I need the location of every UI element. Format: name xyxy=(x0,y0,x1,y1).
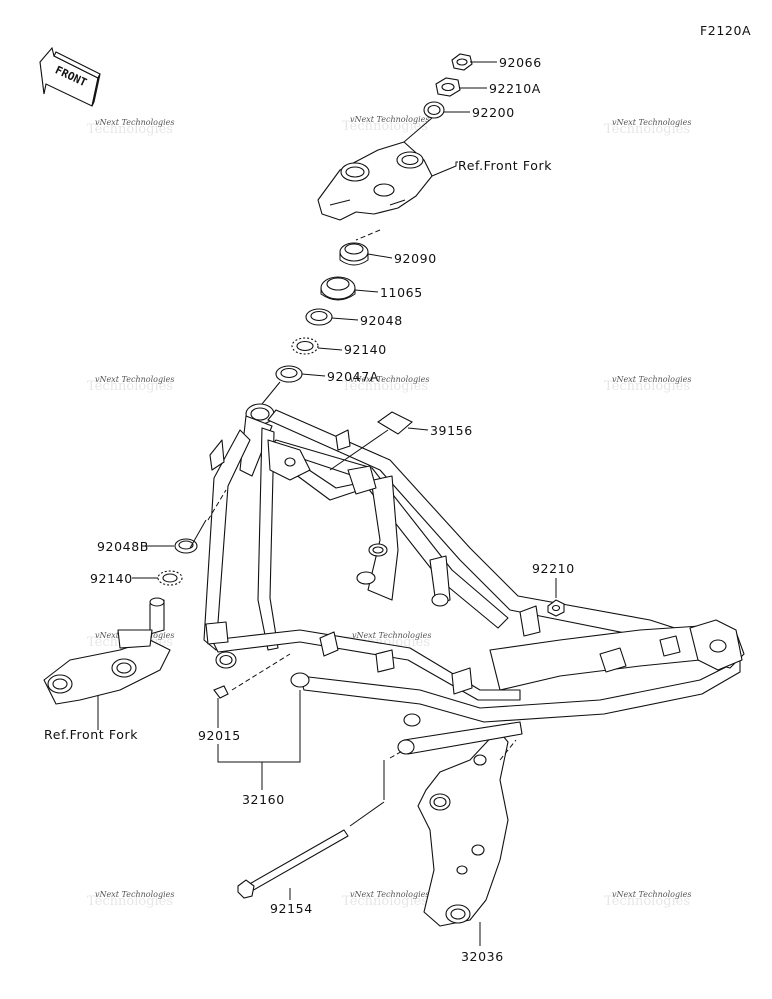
pivot-plate-part xyxy=(417,729,509,927)
bearing-part xyxy=(320,276,356,301)
svg-text:Technologies: Technologies xyxy=(342,894,428,909)
washer-part xyxy=(423,101,445,119)
label-plate-part xyxy=(376,411,413,435)
part-label-ref-front-fork-top: Ref.Front Fork xyxy=(458,158,552,173)
cross-tube-part xyxy=(397,713,523,755)
main-frame-part xyxy=(203,403,745,723)
lock-nut-part xyxy=(435,77,461,97)
part-label-92048: 92048 xyxy=(360,313,403,328)
part-label-92015: 92015 xyxy=(198,728,241,743)
lower-ball-retainer-part xyxy=(157,570,183,586)
part-label-92140b: 92140 xyxy=(90,571,133,586)
svg-text:Technologies: Technologies xyxy=(87,122,173,137)
outer-race-part xyxy=(275,365,303,383)
part-label-92047a: 92047A xyxy=(327,369,379,384)
watermark-text: vNext Technologies xyxy=(350,375,429,384)
part-labels: 92066 92210A 92200 Ref.Front Fork 92090 … xyxy=(44,55,575,964)
watermark-text: vNext Technologies xyxy=(350,890,429,899)
ball-race-part xyxy=(305,308,333,326)
bearing-seal-part xyxy=(339,242,369,266)
diagram-code: F2120A xyxy=(700,23,751,38)
part-label-92154: 92154 xyxy=(270,901,313,916)
nut-part xyxy=(547,599,565,617)
upper-triple-clamp-part xyxy=(317,141,433,221)
svg-text:Technologies: Technologies xyxy=(342,379,428,394)
part-label-92200: 92200 xyxy=(472,105,515,120)
watermark-text: vNext Technologies xyxy=(95,118,174,127)
part-label-ref-front-fork-bottom: Ref.Front Fork xyxy=(44,727,138,742)
part-label-92210: 92210 xyxy=(532,561,575,576)
watermark-text: vNext Technologies xyxy=(95,375,174,384)
svg-text:Technologies: Technologies xyxy=(604,122,690,137)
part-label-92210a: 92210A xyxy=(489,81,541,96)
svg-text:Technologies: Technologies xyxy=(87,894,173,909)
svg-text:Technologies: Technologies xyxy=(604,894,690,909)
steering-stem-part xyxy=(43,597,171,705)
stem-nut-part xyxy=(451,53,473,71)
watermark-text: vNext Technologies xyxy=(95,890,174,899)
svg-text:Technologies: Technologies xyxy=(342,119,428,134)
svg-text:Technologies: Technologies xyxy=(87,379,173,394)
part-label-32036: 32036 xyxy=(461,949,504,964)
part-label-11065: 11065 xyxy=(380,285,423,300)
svg-text:Technologies: Technologies xyxy=(604,379,690,394)
small-bolt-part xyxy=(213,685,229,699)
part-label-92090: 92090 xyxy=(394,251,437,266)
part-label-32160: 32160 xyxy=(242,792,285,807)
lower-race-part xyxy=(174,538,198,554)
watermark-text: vNext Technologies xyxy=(612,118,691,127)
leader-lines xyxy=(97,61,557,946)
part-label-92140: 92140 xyxy=(344,342,387,357)
long-bolt-part xyxy=(237,829,349,899)
part-label-92048b: 92048B xyxy=(97,539,149,554)
front-arrow-icon: FRONT xyxy=(39,46,101,107)
part-label-92066: 92066 xyxy=(499,55,542,70)
watermark-text: vNext Technologies xyxy=(612,375,691,384)
watermark-text: vNext Technologies xyxy=(350,115,429,124)
part-label-39156: 39156 xyxy=(430,423,473,438)
watermark-text: vNext Technologies xyxy=(612,890,691,899)
watermark-text: vNext Technologies xyxy=(352,631,431,640)
ball-retainer-part xyxy=(291,337,319,355)
